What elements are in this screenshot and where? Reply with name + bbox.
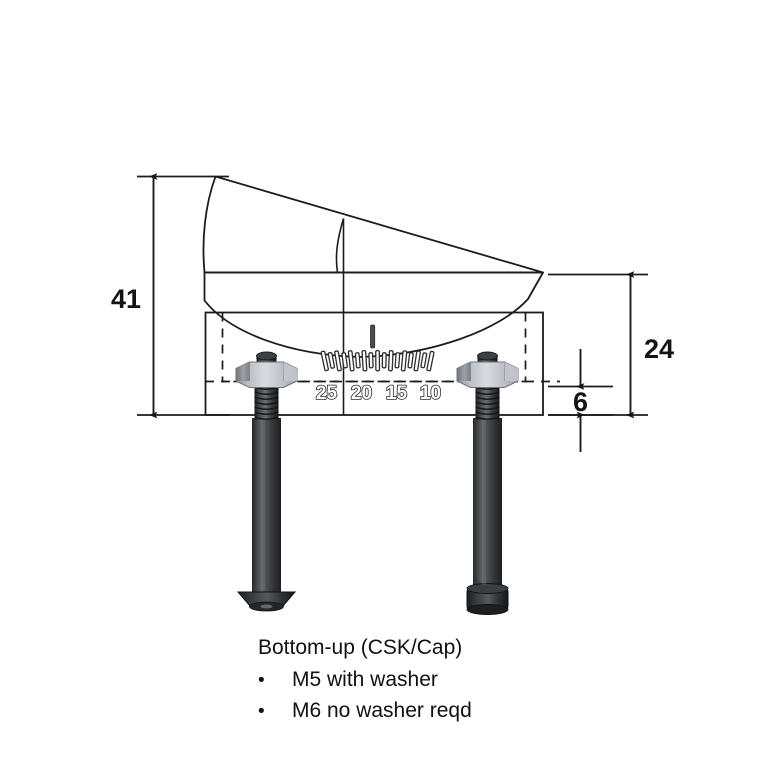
base-plate bbox=[204, 218, 544, 416]
scale-number-15: 15 bbox=[386, 383, 408, 404]
note-block: Bottom-up (CSK/Cap) • M5 with washer • M… bbox=[258, 634, 718, 727]
csk-screw-thread-top-cap bbox=[256, 351, 277, 361]
note-title: Bottom-up (CSK/Cap) bbox=[258, 636, 463, 659]
csk-hex-nut-right-facet bbox=[283, 362, 297, 381]
csk-screw-shank-highlight bbox=[261, 420, 265, 590]
note-list: • M5 with washer • M6 no washer reqd bbox=[258, 664, 718, 726]
note-item-m6-label: M6 no washer reqd bbox=[292, 699, 472, 723]
csk-thread-rings bbox=[254, 386, 279, 420]
dim-41-value: 41 bbox=[111, 284, 141, 314]
scale-number-10: 10 bbox=[420, 383, 441, 404]
cap-screw-with-nut bbox=[456, 351, 519, 615]
bullet-icon: • bbox=[258, 701, 265, 723]
cap-screw-head-top bbox=[466, 583, 509, 594]
scale-index-mark bbox=[370, 324, 376, 349]
body-lower-profile bbox=[203, 271, 544, 358]
dim-6-value: 6 bbox=[573, 387, 588, 417]
cap-hex-nut-left-facet bbox=[457, 362, 471, 381]
dimension-24: 24 bbox=[548, 271, 674, 419]
cap-screw-shank bbox=[473, 418, 502, 586]
cap-screw-shank-highlight bbox=[482, 420, 486, 585]
cap-hex-nut-right-facet bbox=[504, 362, 518, 381]
scale-number-labels: 25 20 15 10 bbox=[315, 382, 442, 405]
csk-screw-with-nut bbox=[235, 351, 298, 612]
body-upper-profile bbox=[202, 175, 544, 274]
csk-hex-nut-left-facet bbox=[236, 362, 250, 381]
bullet-icon: • bbox=[258, 670, 265, 692]
cap-screw-head-bottom bbox=[466, 604, 509, 615]
scale-number-20: 20 bbox=[351, 383, 372, 404]
note-item-m6: • M6 no washer reqd bbox=[258, 695, 718, 726]
note-item-m5-label: M5 with washer bbox=[292, 668, 438, 692]
dim-24-value: 24 bbox=[644, 334, 674, 364]
base-plate-hidden-pocket bbox=[221, 312, 527, 383]
scale-ticks bbox=[320, 349, 435, 372]
csk-screw-shank bbox=[252, 418, 281, 593]
angle-scale bbox=[320, 324, 435, 372]
scale-number-25: 25 bbox=[316, 383, 338, 404]
body-internal-arc bbox=[335, 218, 345, 273]
note-item-m5: • M5 with washer bbox=[258, 664, 718, 695]
body-outline bbox=[202, 175, 544, 358]
cap-thread-rings bbox=[475, 386, 500, 420]
dimension-6: 6 bbox=[548, 349, 613, 452]
csk-screw-head-highlight bbox=[260, 604, 273, 609]
dimension-41: 41 bbox=[111, 173, 229, 419]
cap-screw-thread-top-cap bbox=[477, 351, 498, 361]
base-plate-outline bbox=[204, 311, 544, 416]
